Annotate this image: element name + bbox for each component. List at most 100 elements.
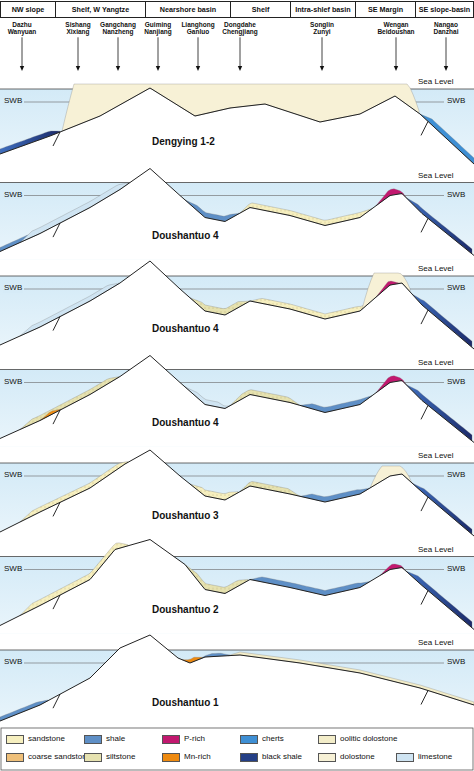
section-panel xyxy=(0,261,474,353)
sediment-layer xyxy=(362,273,410,309)
legend-frame xyxy=(1,728,473,770)
locality-label: Lianghong Ganluo xyxy=(177,21,219,35)
sediment-layer xyxy=(185,565,248,594)
locality-arrow xyxy=(158,37,159,67)
sea-level-line xyxy=(0,650,474,651)
locality-arrow xyxy=(22,37,23,67)
legend-swatch xyxy=(162,735,180,744)
fault-line xyxy=(53,694,60,708)
swb-label: SWB xyxy=(446,284,466,293)
swb-label: SWB xyxy=(446,471,466,480)
fault-line xyxy=(421,405,428,419)
sediment-layer xyxy=(376,189,406,206)
sediment-texture xyxy=(250,298,370,319)
swb-line xyxy=(24,382,444,383)
locality-label: Nangao Danzhai xyxy=(425,21,467,35)
legend-swatch xyxy=(318,735,336,744)
basement xyxy=(0,635,474,727)
swb-label: SWB xyxy=(446,97,466,106)
locality-label: Dongdahe Chengjiang xyxy=(219,21,261,35)
locality-label: Dazhu Wanyuan xyxy=(1,21,43,35)
header-cell: Nearshore basin xyxy=(145,1,231,18)
basement xyxy=(0,261,474,353)
basement-surface xyxy=(0,169,474,256)
basement-surface xyxy=(0,450,474,536)
legend-label: siltstone xyxy=(106,753,135,762)
legend-swatch xyxy=(318,753,336,762)
legend-label: P-rich xyxy=(184,735,205,744)
legend-label: oolitic dolostone xyxy=(340,735,397,744)
sea-level-line xyxy=(0,463,474,464)
section-panel xyxy=(0,540,474,634)
fault-line xyxy=(53,502,60,516)
legend-swatch xyxy=(6,753,24,762)
legend-label: Mn-rich xyxy=(184,753,211,762)
unit-name: Dengying 1-2 xyxy=(150,136,217,147)
section-panel xyxy=(0,635,474,727)
sea-level-label: Sea Level xyxy=(418,78,454,87)
legend-swatch xyxy=(396,753,414,762)
sea-level-line xyxy=(0,182,474,183)
unit-name: Doushantuo 4 xyxy=(150,417,221,428)
legend-swatch xyxy=(162,753,180,762)
sediment-texture xyxy=(185,565,248,594)
legend-label: sandstone xyxy=(28,735,65,744)
sea-level-label: Sea Level xyxy=(418,452,454,461)
header-cell: SE slope-basin xyxy=(415,1,474,18)
basement-surface xyxy=(0,540,474,630)
fault-line xyxy=(53,132,60,146)
locality-arrow xyxy=(118,37,119,67)
locality-arrow xyxy=(78,37,79,67)
unit-name: Doushantuo 1 xyxy=(150,697,221,708)
section-panel xyxy=(0,356,474,447)
arrow-head xyxy=(196,66,200,71)
legend-label: dolostone xyxy=(340,753,375,762)
locality-label: Sishang Xixiang xyxy=(57,21,99,35)
section-panel xyxy=(0,169,474,260)
sediment-layer xyxy=(20,377,119,430)
fault-line xyxy=(421,591,428,605)
basement-surface xyxy=(0,356,474,443)
basement-surface xyxy=(0,261,474,349)
legend-label: black shale xyxy=(262,753,302,762)
locality-arrow xyxy=(396,37,397,67)
header-cell: Shelf xyxy=(230,1,291,18)
fault-line xyxy=(421,218,428,232)
fault-line xyxy=(53,595,60,609)
arrow-head xyxy=(116,66,120,71)
unit-name: Doushantuo 3 xyxy=(150,510,221,521)
sediment-layer xyxy=(228,652,474,705)
basement xyxy=(0,169,474,260)
basement xyxy=(0,356,474,447)
sediment-texture xyxy=(20,462,128,523)
swb-label: SWB xyxy=(3,97,23,106)
locality-label: Guiming Nanjiang xyxy=(137,21,179,35)
sea-level-label: Sea Level xyxy=(418,172,454,181)
header-cell: SE Margin xyxy=(355,1,416,18)
locality-arrow xyxy=(322,37,323,67)
swb-label: SWB xyxy=(3,284,23,293)
sediment-layer xyxy=(20,462,128,523)
arrow-head xyxy=(394,66,398,71)
sediment-layer xyxy=(240,203,372,225)
section-panel xyxy=(0,450,474,540)
swb-label: SWB xyxy=(3,471,23,480)
basement-surface xyxy=(0,88,474,164)
fault-line xyxy=(53,223,60,237)
sea-level-line xyxy=(0,556,474,557)
legend-swatch xyxy=(240,753,258,762)
arrow-head xyxy=(320,66,324,71)
legend-swatch xyxy=(84,735,102,744)
sea-level-label: Sea Level xyxy=(418,546,454,555)
legend-swatch xyxy=(240,735,258,744)
basement-surface xyxy=(0,635,474,721)
unit-name: Doushantuo 4 xyxy=(150,323,221,334)
header-cell: NW slope xyxy=(0,1,56,18)
arrow-head xyxy=(156,66,160,71)
fault-line xyxy=(53,317,60,331)
sediment-layer xyxy=(250,298,370,319)
basement xyxy=(0,450,474,540)
sea-level-line xyxy=(0,369,474,370)
unit-name: Doushantuo 4 xyxy=(150,230,221,241)
legend-label: cherts xyxy=(262,735,284,744)
